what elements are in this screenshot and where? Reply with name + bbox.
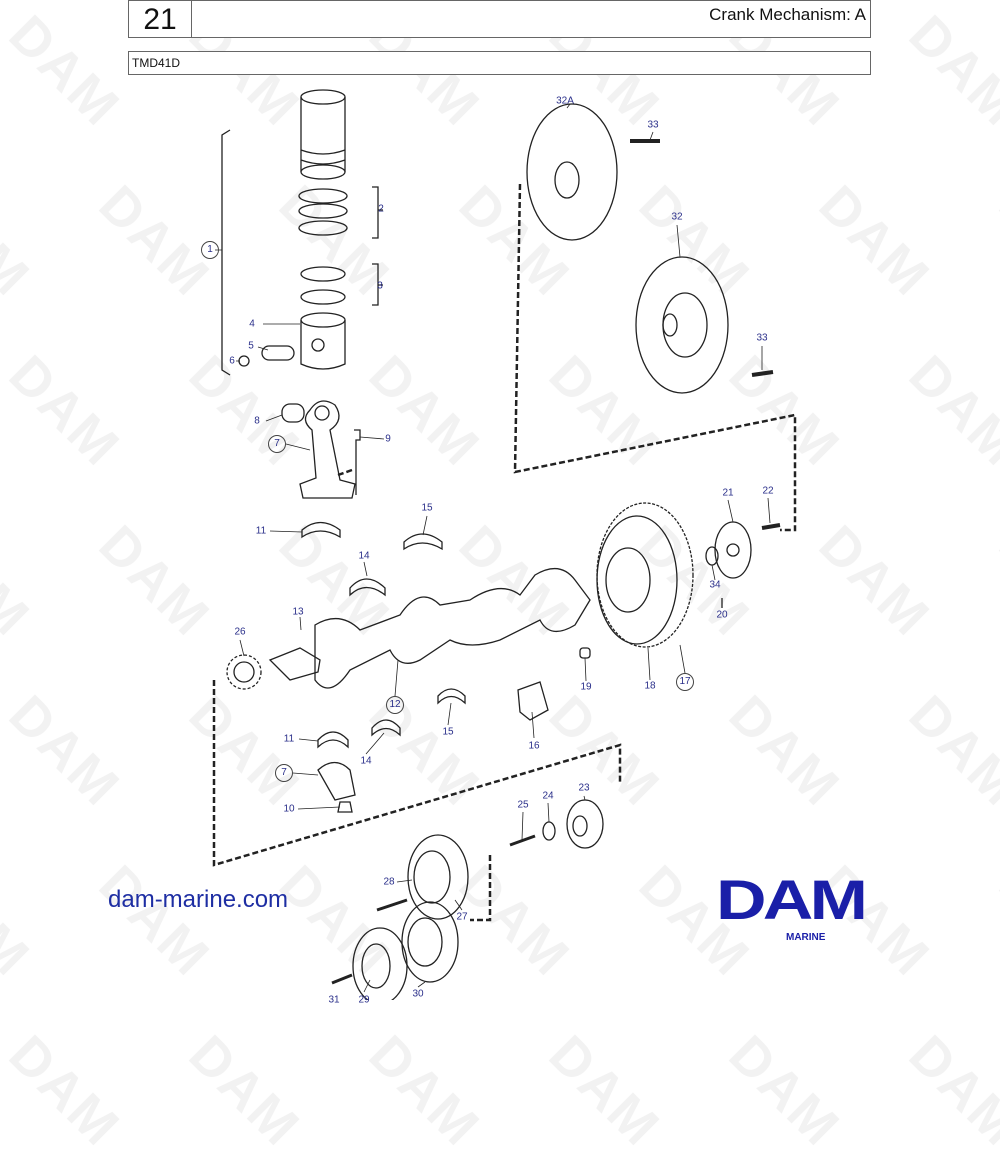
piston-rings <box>298 188 348 305</box>
circlip <box>238 355 250 367</box>
engine-model: TMD41D <box>132 56 181 70</box>
bracket-3 <box>372 263 383 306</box>
bolt-33 <box>751 370 774 377</box>
callout-33: 33 <box>647 119 659 131</box>
hub-23 <box>566 799 604 849</box>
bearing-shell <box>437 688 466 705</box>
callout-15: 15 <box>442 726 454 738</box>
drive-plate-32A <box>526 103 618 241</box>
callout-31: 31 <box>328 994 340 1006</box>
website-link[interactable]: dam-marine.com <box>108 886 289 913</box>
logo-subtitle: MARINE <box>786 932 826 943</box>
rod-cap <box>317 761 356 801</box>
callout-32A: 32A <box>556 95 574 107</box>
nut <box>337 801 353 813</box>
callout-21: 21 <box>722 487 734 499</box>
section-number: 21 <box>129 1 192 37</box>
callout-27: 27 <box>456 911 468 923</box>
flywheel-bolt <box>761 523 781 530</box>
watermark-text: DAM <box>717 1024 852 1158</box>
piston <box>300 312 346 370</box>
dowel-pin <box>579 647 591 659</box>
page-title: Crank Mechanism: A <box>709 5 866 24</box>
callout-14: 14 <box>358 550 370 562</box>
callout-22: 22 <box>762 485 774 497</box>
pulley-27 <box>407 834 469 920</box>
bracket-2 <box>372 186 383 239</box>
callout-29: 29 <box>358 994 370 1006</box>
bearing-shell <box>301 521 341 539</box>
callout-4: 4 <box>249 318 255 330</box>
callout-2: 2 <box>378 203 384 215</box>
callout-25: 25 <box>517 799 529 811</box>
callout-7: 7 <box>268 435 286 453</box>
bolt-28 <box>376 898 408 912</box>
bolt-25 <box>509 834 536 847</box>
callout-14: 14 <box>360 755 372 767</box>
flange-plate <box>714 521 752 579</box>
flywheel <box>596 502 694 648</box>
callout-9: 9 <box>385 433 391 445</box>
washer-24 <box>542 821 556 841</box>
rod-bolt <box>354 429 361 495</box>
cylinder-liner <box>300 89 346 180</box>
assembly-dashed-lines <box>212 183 797 922</box>
callout-11: 11 <box>255 525 267 537</box>
callout-6: 6 <box>229 355 235 367</box>
model-bar: TMD41D <box>128 51 871 75</box>
callout-28: 28 <box>383 876 395 888</box>
crankshaft <box>268 568 591 689</box>
callout-18: 18 <box>644 680 656 692</box>
callout-10: 10 <box>283 803 295 815</box>
callout-19: 19 <box>580 681 592 693</box>
callout-17: 17 <box>676 673 694 691</box>
connecting-rod <box>299 400 356 499</box>
callout-34: 34 <box>709 579 721 591</box>
callout-16: 16 <box>528 740 540 752</box>
group-bracket-1 <box>221 129 231 376</box>
callout-12: 12 <box>386 696 404 714</box>
flex-plate-32 <box>635 256 729 394</box>
bearing-shell <box>349 578 386 597</box>
callout-15: 15 <box>421 502 433 514</box>
main-bearing-cap <box>517 681 549 721</box>
callout-20: 20 <box>716 609 728 621</box>
watermark-text: DAM <box>177 1024 312 1158</box>
exploded-parts-diagram <box>212 89 797 1000</box>
piston-pin <box>261 345 295 361</box>
pulley-30 <box>401 901 459 983</box>
callout-33: 33 <box>756 332 768 344</box>
damper-29 <box>352 927 408 1000</box>
watermark-text: DAM <box>357 1024 492 1158</box>
leader-lines <box>215 103 771 993</box>
bolt-31 <box>331 973 353 985</box>
callout-7: 7 <box>275 764 293 782</box>
callout-3: 3 <box>377 280 383 292</box>
main-bearing-shell <box>403 533 443 551</box>
watermark-text: DAM <box>897 1024 1000 1158</box>
callout-5: 5 <box>248 340 254 352</box>
callout-13: 13 <box>292 606 304 618</box>
bushing <box>281 403 305 423</box>
callout-32: 32 <box>671 211 683 223</box>
dam-logo: DAM <box>716 868 868 931</box>
callout-24: 24 <box>542 790 554 802</box>
callout-26: 26 <box>234 626 246 638</box>
callout-1: 1 <box>201 241 219 259</box>
watermark-text: DAM <box>537 1024 672 1158</box>
bearing-shell <box>371 719 401 737</box>
callout-11: 11 <box>283 733 295 745</box>
spacer-ring <box>705 546 719 566</box>
watermark-text: DAM <box>0 1024 132 1158</box>
crankshaft-gear <box>226 654 262 690</box>
title-bar: 21 Crank Mechanism: A <box>128 0 871 38</box>
callout-8: 8 <box>254 415 260 427</box>
bearing-shell <box>317 731 349 749</box>
callout-23: 23 <box>578 782 590 794</box>
callout-30: 30 <box>412 988 424 1000</box>
